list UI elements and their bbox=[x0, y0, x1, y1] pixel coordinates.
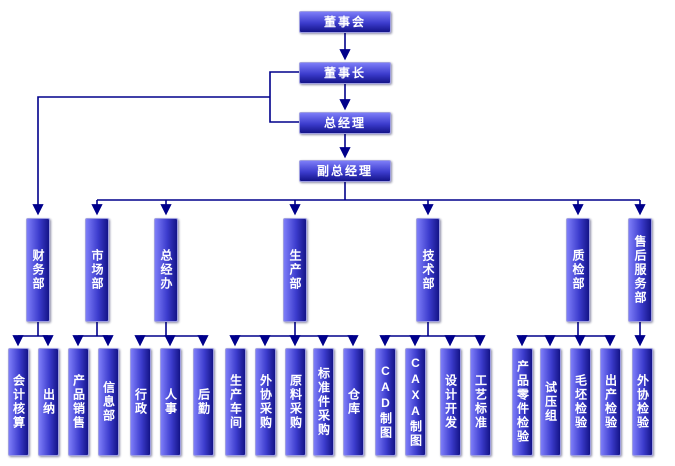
dept-finance: 财务部 bbox=[26, 218, 50, 322]
sub-accounting: 会计核算 bbox=[8, 348, 29, 456]
sub-administration: 行政 bbox=[130, 348, 151, 456]
node-general-manager: 总经理 bbox=[299, 112, 391, 134]
dept-quality: 质检部 bbox=[566, 218, 590, 322]
sub-warehouse: 仓库 bbox=[343, 348, 364, 456]
node-deputy-general-manager: 副总经理 bbox=[299, 160, 391, 182]
sub-product-sales: 产品销售 bbox=[68, 348, 89, 456]
sub-raw-material-purchase: 原料采购 bbox=[285, 348, 306, 456]
sub-blank-inspection: 毛坯检验 bbox=[570, 348, 591, 456]
sub-hr: 人事 bbox=[160, 348, 181, 456]
sub-workshop: 生产车间 bbox=[225, 348, 246, 456]
node-board: 董事会 bbox=[299, 11, 391, 33]
dept-gm-office: 总经办 bbox=[154, 218, 178, 322]
sub-information: 信息部 bbox=[98, 348, 119, 456]
sub-outsourcing-purchase: 外协采购 bbox=[255, 348, 276, 456]
sub-outsourcing-inspection: 外协检验 bbox=[632, 348, 653, 456]
dept-technology: 技术部 bbox=[416, 218, 440, 322]
sub-cashier: 出纳 bbox=[38, 348, 59, 456]
sub-process-standards: 工艺标准 bbox=[470, 348, 491, 456]
dept-after-sales: 售后服务部 bbox=[628, 218, 652, 322]
sub-pressure-test: 试压组 bbox=[540, 348, 561, 456]
sub-caxa-drawing: CAXA制图 bbox=[405, 348, 426, 456]
dept-production: 生产部 bbox=[283, 218, 307, 322]
sub-cad-drawing: CAD制图 bbox=[375, 348, 396, 456]
sub-product-parts-inspection: 产品零件检验 bbox=[512, 348, 533, 456]
sub-standard-parts-purchase: 标准件采购 bbox=[313, 348, 334, 456]
dept-marketing: 市场部 bbox=[85, 218, 109, 322]
sub-design-development: 设计开发 bbox=[440, 348, 461, 456]
sub-logistics: 后勤 bbox=[193, 348, 214, 456]
sub-production-inspection: 出产检验 bbox=[600, 348, 621, 456]
node-chairman: 董事长 bbox=[299, 62, 391, 84]
